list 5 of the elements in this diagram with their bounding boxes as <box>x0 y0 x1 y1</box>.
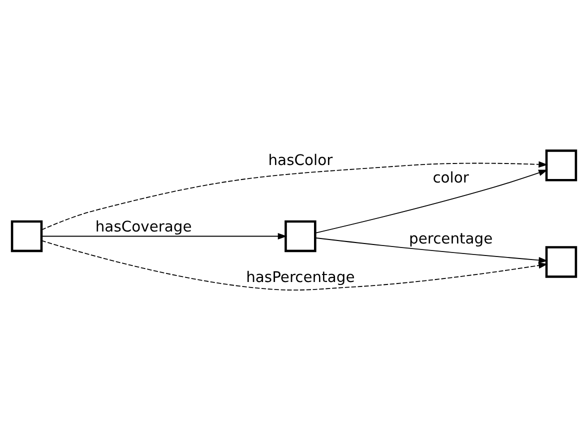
edge-label: hasColor <box>268 152 333 169</box>
edge-label: hasPercentage <box>246 268 355 286</box>
edge-label: percentage <box>408 230 493 247</box>
edge-label: color <box>432 169 469 186</box>
edge-label: hasCoverage <box>95 218 192 235</box>
